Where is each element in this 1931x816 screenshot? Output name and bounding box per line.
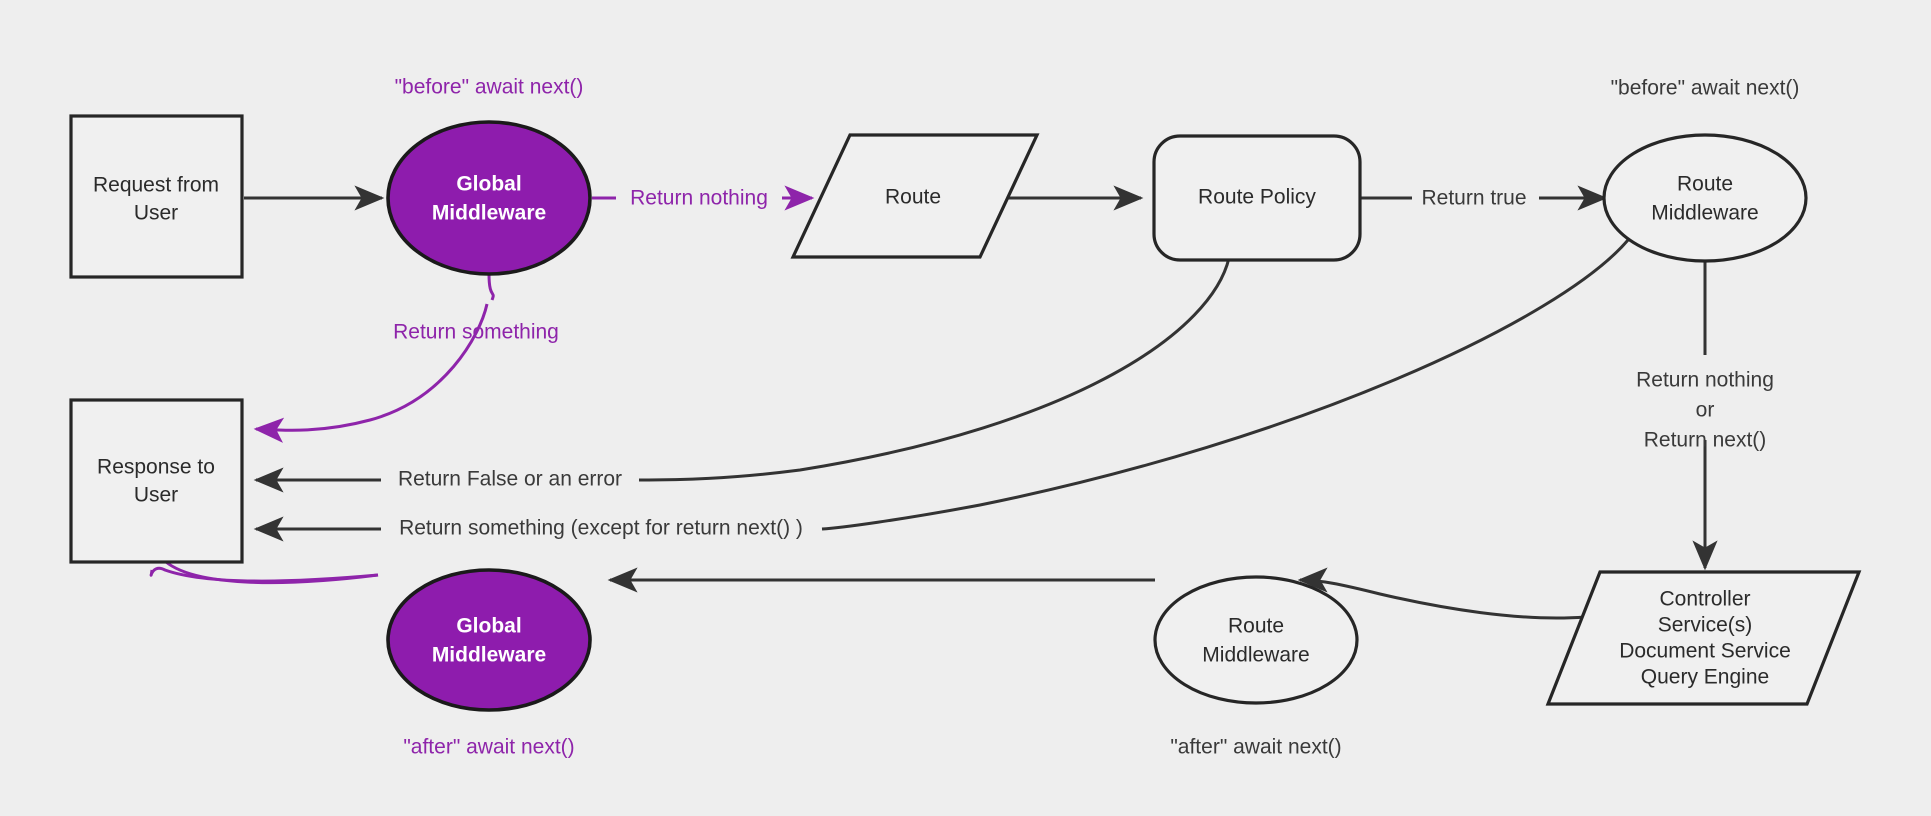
- global-middleware-top-label-line1: Global: [456, 173, 521, 196]
- edge-label-return-false-or-error: Return False or an error: [398, 468, 622, 491]
- edge-label-return-something: Return something: [393, 321, 559, 344]
- global-middleware-top-ellipse: [386, 120, 592, 276]
- route-middleware-bottom-label-line2: Middleware: [1202, 644, 1309, 667]
- node-global-middleware-bottom[interactable]: Global Middleware: [386, 568, 592, 712]
- request-from-user-label-line1: Request from: [93, 174, 219, 197]
- response-to-user-box: [69, 398, 244, 564]
- controller-service-label-line4: Query Engine: [1641, 666, 1769, 689]
- controller-service-label-line1: Controller: [1659, 588, 1750, 611]
- route-parallelogram: [790, 133, 1040, 259]
- annotation-before-await-next-global: "before" await next(): [395, 76, 584, 99]
- global-middleware-bottom-label-line2: Middleware: [432, 644, 546, 667]
- edge-label-return-nothing: Return nothing: [630, 187, 768, 210]
- edge-label-return-something-except: Return something (except for return next…: [399, 517, 803, 540]
- annotation-after-await-next-route: "after" await next(): [1170, 736, 1341, 759]
- node-route-middleware-top[interactable]: Route Middleware: [1602, 133, 1808, 263]
- node-request-from-user[interactable]: Request from User: [69, 114, 244, 279]
- route-middleware-bottom-ellipse: [1153, 575, 1359, 705]
- request-from-user-label-line2: User: [134, 202, 178, 225]
- annotation-before-await-next-route: "before" await next(): [1611, 77, 1800, 100]
- controller-service-label-line3: Document Service: [1619, 640, 1791, 663]
- route-label: Route: [885, 186, 941, 209]
- node-global-middleware-top[interactable]: Global Middleware: [386, 120, 592, 276]
- node-route-policy[interactable]: Route Policy: [1152, 134, 1362, 262]
- edge-label-route-mw-out-line2: or: [1696, 399, 1715, 422]
- edge-return-something-stub: [487, 273, 495, 301]
- route-middleware-top-ellipse: [1602, 133, 1808, 263]
- response-to-user-label-line1: Response to: [97, 456, 215, 479]
- edge-route-policy-error-curve: [638, 257, 1231, 482]
- node-route-middleware-bottom[interactable]: Route Middleware: [1153, 575, 1359, 705]
- request-from-user-box: [69, 114, 244, 279]
- edge-return-something-to-response: [253, 303, 489, 443]
- route-middleware-top-label-line2: Middleware: [1651, 202, 1758, 225]
- edge-label-return-true: Return true: [1421, 187, 1526, 210]
- edge-route-mw-return-something-curve: [821, 239, 1630, 531]
- edge-label-route-mw-out-line3: Return next(): [1644, 429, 1767, 452]
- node-controller-service[interactable]: Controller Service(s) Document Service Q…: [1545, 570, 1862, 706]
- route-middleware-top-label-line1: Route: [1677, 173, 1733, 196]
- global-middleware-top-label-line2: Middleware: [432, 202, 546, 225]
- node-route[interactable]: Route: [790, 133, 1040, 259]
- response-to-user-label-line2: User: [134, 484, 178, 507]
- route-policy-label: Route Policy: [1198, 186, 1316, 209]
- edge-controller-to-route-middleware-bottom: [1297, 567, 1586, 620]
- node-response-to-user[interactable]: Response to User: [69, 398, 244, 564]
- global-middleware-bottom-ellipse: [386, 568, 592, 712]
- route-policy-box: [1152, 134, 1362, 262]
- route-middleware-bottom-label-line1: Route: [1228, 615, 1284, 638]
- edge-label-route-mw-out-line1: Return nothing: [1636, 369, 1774, 392]
- annotation-after-await-next-global: "after" await next(): [403, 736, 574, 759]
- controller-service-parallelogram: [1545, 570, 1862, 706]
- global-middleware-bottom-label-line1: Global: [456, 615, 521, 638]
- controller-service-label-line2: Service(s): [1658, 614, 1753, 637]
